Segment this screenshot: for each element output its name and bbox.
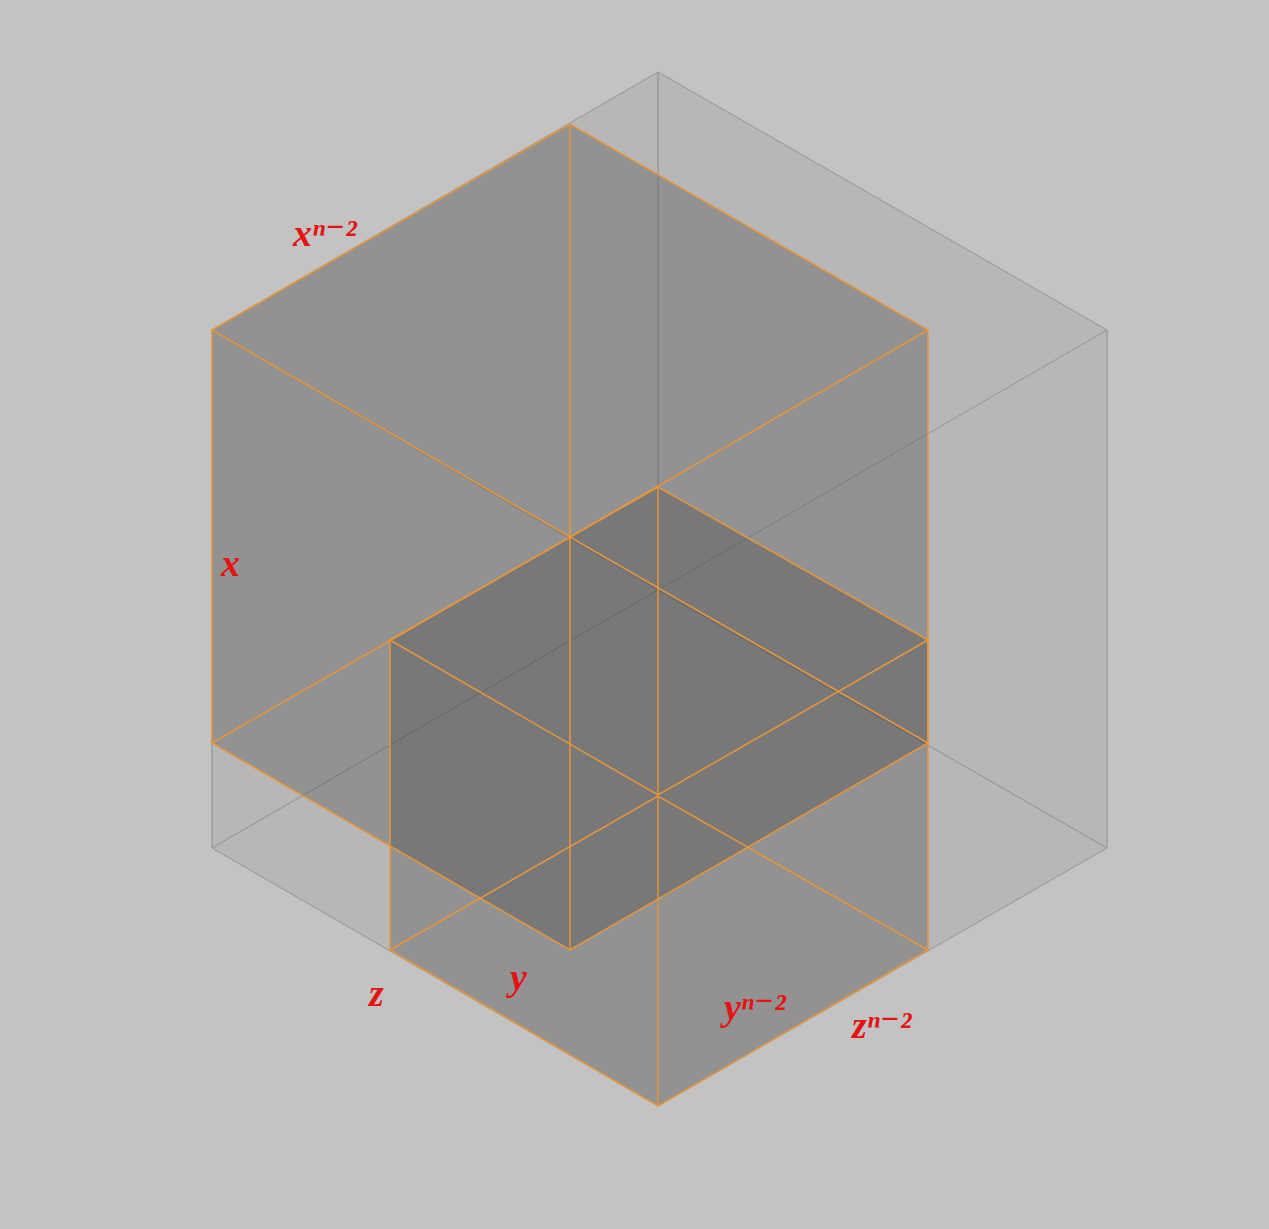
- box-edge: [569, 124, 571, 537]
- small-box: [390, 487, 928, 1106]
- outer-cube: [212, 72, 1107, 1106]
- box-edge: [927, 640, 929, 950]
- large-box-edges: [212, 124, 928, 950]
- dimension-label: x: [221, 544, 240, 582]
- box-edge: [212, 124, 928, 537]
- dimension-label: z: [369, 974, 384, 1012]
- box-edge: [390, 796, 928, 1106]
- box-edge: [211, 330, 213, 743]
- box-edge: [390, 487, 928, 795]
- dimension-label: y: [510, 958, 527, 996]
- dimension-label: zⁿ⁻²: [852, 1006, 911, 1044]
- large-box: [212, 124, 928, 950]
- dimension-label: yⁿ⁻²: [724, 988, 786, 1026]
- box-edge: [657, 487, 659, 796]
- box-face: [658, 487, 928, 950]
- box-edge: [389, 640, 391, 950]
- box-edge: [657, 795, 659, 1106]
- box-face: [390, 487, 658, 950]
- dimension-label: xⁿ⁻²: [293, 214, 357, 252]
- small-box-edges: [390, 487, 928, 1106]
